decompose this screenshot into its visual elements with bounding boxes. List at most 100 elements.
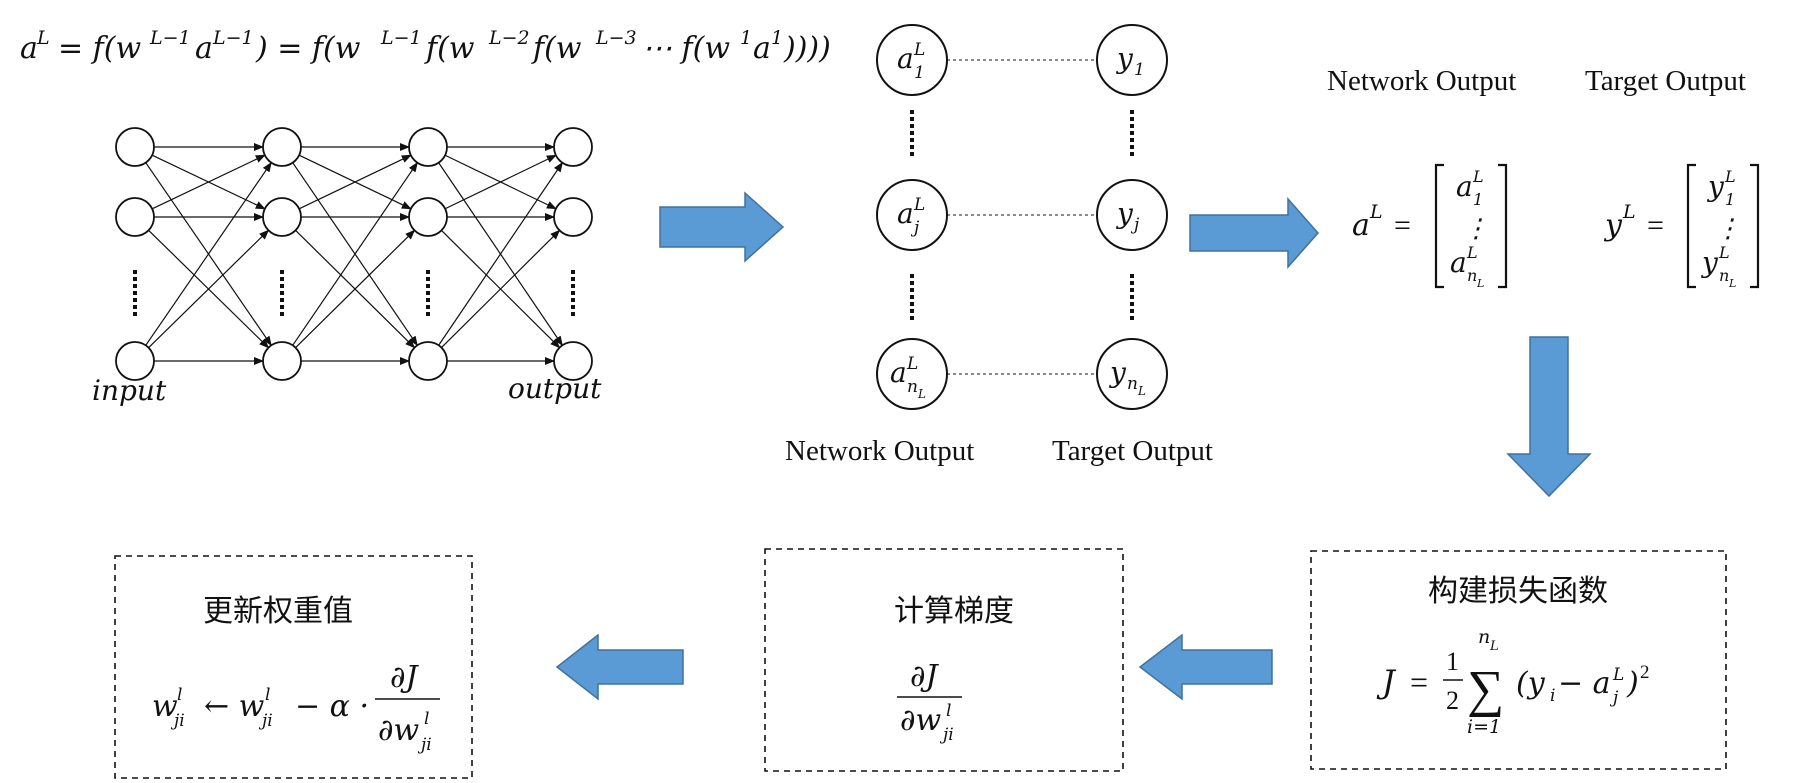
formula-tail: )))): [783, 31, 831, 66]
formula-eq1: = f(w: [58, 31, 141, 66]
formula-f3: f(w: [531, 31, 582, 66]
y1-sub: 1: [1134, 60, 1145, 80]
network-edge: [148, 229, 270, 349]
list-vdot: [1130, 274, 1134, 278]
network-vdot: [426, 284, 430, 288]
formula-a: a: [20, 31, 38, 66]
arrow-left-1: [1138, 633, 1273, 701]
list-vdot: [910, 309, 914, 313]
output-list: a L 1 a L j a L n L y 1 y j y n L Networ…: [785, 24, 1213, 467]
a1-sub: 1: [914, 63, 925, 83]
input-label: input: [92, 374, 167, 407]
update-title: 更新权重值: [203, 594, 353, 629]
update-w2-sup: l: [265, 685, 270, 705]
list-vdot: [910, 288, 914, 292]
network-vdot: [571, 298, 575, 302]
network-vdot: [426, 298, 430, 302]
network-vdot: [426, 291, 430, 295]
formula-lm1b: L−1: [212, 27, 254, 49]
formula-lm2: L−2: [488, 27, 530, 49]
update-den: ∂w: [378, 713, 420, 748]
network-vdot: [426, 277, 430, 281]
network-vdot: [280, 270, 284, 274]
loss-half-den: 2: [1446, 686, 1459, 715]
network-vdot: [426, 312, 430, 316]
yL-top-sub: 1: [1725, 190, 1735, 209]
list-vdot: [910, 131, 914, 135]
network-vdot: [571, 277, 575, 281]
list-vdot: [910, 124, 914, 128]
network-vdot: [426, 270, 430, 274]
list-vdots: [910, 110, 1134, 320]
network-node: [408, 127, 448, 167]
yn-sub: n: [1127, 374, 1138, 394]
formula-one2: 1: [771, 27, 783, 49]
yL-vdots: ⋮: [1715, 214, 1741, 244]
network-edge: [298, 154, 412, 210]
yL-top-sup: L: [1724, 167, 1736, 186]
formula-f2: f(w: [424, 31, 475, 66]
yL-lhs: y: [1603, 208, 1623, 243]
list-vdot: [1130, 124, 1134, 128]
network-vdot: [133, 305, 137, 309]
network-node: [262, 127, 302, 167]
list-vdot: [910, 145, 914, 149]
network-edge: [292, 161, 418, 346]
yj-sub: j: [1130, 215, 1140, 235]
an-sub: n: [907, 377, 918, 397]
loss-J: J: [1376, 663, 1397, 701]
loss-title: 构建损失函数: [1428, 574, 1608, 609]
network-node: [115, 341, 155, 381]
yL-bot-subsub: L: [1728, 277, 1736, 290]
yL-bot-sup: L: [1718, 243, 1730, 262]
yn-sym: y: [1108, 356, 1127, 389]
aL-vdots: ⋮: [1463, 214, 1489, 244]
arrow-right-1: [659, 191, 785, 263]
gradient-title: 计算梯度: [894, 594, 1014, 629]
aj-sym: a: [897, 197, 914, 230]
network-node: [262, 197, 302, 237]
node-aj: [876, 179, 948, 251]
node-y1: [1096, 24, 1168, 96]
yn-subsub: L: [1137, 384, 1146, 398]
network-vdot: [133, 312, 137, 316]
yL-lhs-sup: L: [1622, 201, 1636, 223]
loss-sigma: ∑: [1467, 661, 1504, 718]
list-vdot: [910, 138, 914, 142]
formula-a2: a: [195, 31, 213, 66]
list-vdot: [1130, 295, 1134, 299]
loss-term-L: L: [1612, 665, 1624, 685]
aj-sub: j: [910, 218, 920, 238]
network-edge: [151, 154, 266, 210]
network-edge: [145, 161, 272, 346]
list-vdot: [1130, 145, 1134, 149]
network-node: [553, 341, 593, 381]
update-den-sup: l: [424, 709, 429, 729]
list-vdot: [1130, 131, 1134, 135]
top-formula: a L = f(w L−1 a L−1 ) = f(w L−1 f(w L−2 …: [20, 27, 831, 66]
list-vdot: [910, 316, 914, 320]
formula-close1: ) = f(w: [255, 31, 361, 66]
yL-top: y: [1706, 170, 1725, 203]
y1-sym: y: [1115, 42, 1134, 75]
list-vdot: [1130, 117, 1134, 121]
network-edge: [441, 229, 561, 349]
aL-top-sub: 1: [1473, 190, 1483, 209]
list-vdot: [910, 302, 914, 306]
loss-minus: − a: [1558, 666, 1611, 701]
update-w1: w: [152, 689, 178, 724]
an-sup: L: [906, 354, 918, 374]
aL-lhs: a: [1352, 208, 1370, 243]
network-vdot: [133, 284, 137, 288]
list-target-output-label: Target Output: [1052, 435, 1213, 467]
loss-term-i: i: [1550, 686, 1555, 706]
gradient-den-sup: l: [946, 701, 951, 721]
network-vdot: [426, 305, 430, 309]
network-vdot: [571, 305, 575, 309]
network-edge: [438, 161, 563, 346]
loss-upper-L: L: [1489, 639, 1499, 654]
formula-dots: ⋯ f(w: [642, 31, 730, 66]
a1-sup: L: [913, 40, 925, 60]
formula-lm1c: L−1: [380, 27, 422, 49]
formula-lm1: L−1: [149, 27, 191, 49]
